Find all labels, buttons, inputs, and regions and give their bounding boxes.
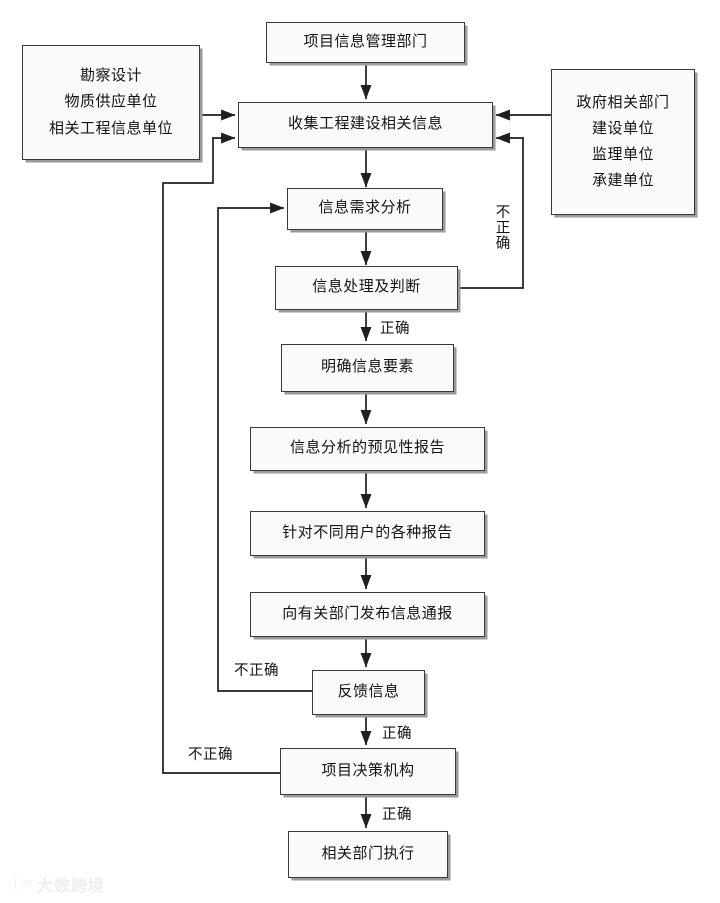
watermark: ⓘ°° 大数跨境 <box>8 872 105 896</box>
watermark-logo-icon: ⓘ°° <box>8 876 33 894</box>
node-label: 项目决策机构 <box>321 762 415 779</box>
node-label-line-1: 政府相关部门 <box>576 94 670 111</box>
node-label: 信息处理及判断 <box>312 279 421 296</box>
node-info-mgmt-dept[interactable]: 项目信息管理部门 <box>266 22 465 63</box>
node-publish-bulletin[interactable]: 向有关部门发布信息通报 <box>250 592 485 637</box>
edge-label-correct-feedback: 正确 <box>382 726 412 742</box>
node-label: 明确信息要素 <box>320 359 414 376</box>
node-label-line-1: 勘察设计 <box>79 68 142 85</box>
node-feedback-info[interactable]: 反馈信息 <box>312 670 425 715</box>
edge-label-incorrect-process-right: 不正确 <box>493 204 510 251</box>
edge-label-correct-process: 正确 <box>380 321 410 337</box>
node-label: 相关部门执行 <box>321 845 415 862</box>
node-clarify-elements[interactable]: 明确信息要素 <box>281 344 454 392</box>
node-label-line-3: 相关工程信息单位 <box>48 120 173 137</box>
edge-process-incorrect-to-collect <box>458 132 524 289</box>
edge-label-incorrect-decision: 不正确 <box>188 747 233 763</box>
node-right-sources[interactable]: 政府相关部门 建设单位 监理单位 承建单位 <box>551 69 695 215</box>
node-label: 项目信息管理部门 <box>303 33 428 50</box>
node-predictive-report[interactable]: 信息分析的预见性报告 <box>250 427 485 471</box>
node-demand-analysis[interactable]: 信息需求分析 <box>287 188 443 230</box>
node-label-line-2: 建设单位 <box>591 120 654 137</box>
edge-label-correct-decision: 正确 <box>382 807 412 823</box>
node-label: 针对不同用户的各种报告 <box>282 524 453 541</box>
node-label-line-2: 物质供应单位 <box>64 94 158 111</box>
node-label: 反馈信息 <box>337 683 400 700</box>
node-user-reports[interactable]: 针对不同用户的各种报告 <box>250 511 485 556</box>
node-label: 向有关部门发布信息通报 <box>282 605 453 622</box>
node-collect-info[interactable]: 收集工程建设相关信息 <box>238 102 493 148</box>
node-dept-execute[interactable]: 相关部门执行 <box>288 831 448 878</box>
node-left-sources[interactable]: 勘察设计 物质供应单位 相关工程信息单位 <box>22 45 200 160</box>
node-label-line-3: 监理单位 <box>591 147 654 163</box>
watermark-text: 大数跨境 <box>37 878 106 895</box>
node-label: 信息需求分析 <box>318 200 412 217</box>
node-process-judge[interactable]: 信息处理及判断 <box>275 266 458 310</box>
node-label: 信息分析的预见性报告 <box>289 440 445 457</box>
node-label-line-4: 承建单位 <box>591 173 654 190</box>
edge-label-incorrect-feedback: 不正确 <box>234 663 279 679</box>
node-label: 收集工程建设相关信息 <box>287 116 443 133</box>
node-decision-body[interactable]: 项目决策机构 <box>280 748 456 795</box>
